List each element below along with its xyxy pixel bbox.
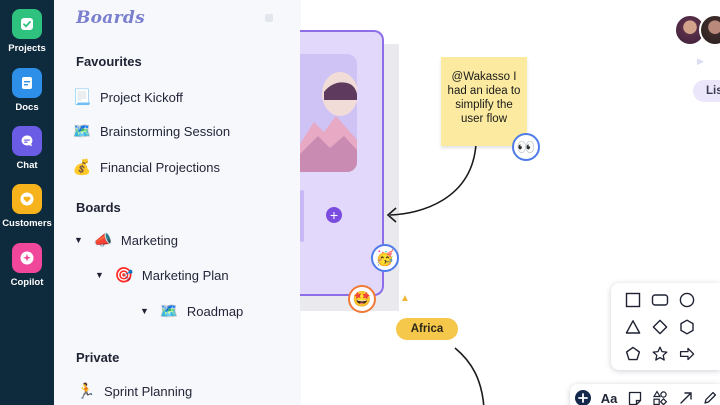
connector-lines: [386, 143, 485, 405]
sidebar-item-brainstorming-session[interactable]: 🗺️ Brainstorming Session: [72, 122, 230, 140]
arrow-right-icon[interactable]: [676, 343, 698, 365]
rail-item-docs[interactable]: Docs: [0, 68, 54, 113]
africa-tag[interactable]: Africa: [396, 318, 458, 340]
sparkle-icon: [12, 243, 42, 273]
rail-item-chat[interactable]: Chat: [0, 126, 54, 171]
triangle-icon[interactable]: [622, 316, 644, 338]
cursor-pointer-icon: ▲: [400, 293, 410, 304]
caret-down-icon[interactable]: ▼: [95, 270, 104, 280]
target-emoji-icon: 🎯: [114, 267, 134, 284]
boards-sidebar: Boards Favourites 📃 Project Kickoff 🗺️ B…: [54, 0, 301, 405]
reaction-eyes[interactable]: 👀: [512, 133, 540, 161]
money-bag-emoji-icon: 💰: [72, 159, 92, 176]
circle-icon[interactable]: [676, 289, 698, 311]
caret-down-icon[interactable]: ▼: [74, 235, 83, 245]
reaction-party[interactable]: 🥳: [371, 244, 399, 272]
sidebar-item-project-kickoff[interactable]: 📃 Project Kickoff: [72, 88, 183, 106]
shape-palette: [611, 283, 720, 370]
arrow-icon[interactable]: [675, 387, 697, 405]
app-rail: Projects Docs Chat Customers Copilot: [0, 0, 54, 405]
list-pill[interactable]: Lis: [693, 80, 720, 102]
add-item-button[interactable]: +: [326, 207, 342, 223]
rail-label-projects: Projects: [8, 43, 46, 54]
rail-item-customers[interactable]: Customers: [0, 184, 54, 229]
rounded-rect-icon[interactable]: [649, 289, 671, 311]
rail-item-copilot[interactable]: Copilot: [0, 243, 54, 288]
bottom-toolbar: Aa: [570, 384, 720, 405]
sidebar-item-marketing-plan[interactable]: ▼ 🎯 Marketing Plan: [95, 266, 229, 284]
square-icon[interactable]: [622, 289, 644, 311]
sidebar-item-sprint-planning[interactable]: 🏃 Sprint Planning: [76, 382, 193, 400]
rail-label-docs: Docs: [15, 102, 39, 113]
map-emoji-icon: 🗺️: [72, 123, 92, 140]
sidebar-item-label: Brainstorming Session: [100, 123, 231, 139]
sidebar-item-marketing[interactable]: ▼ 📣 Marketing: [74, 231, 178, 249]
shapes-icon[interactable]: [649, 387, 671, 405]
pen-icon[interactable]: [699, 387, 720, 405]
section-boards-heading: Boards: [76, 200, 121, 215]
map-emoji-icon: 🗺️: [159, 303, 179, 320]
sidebar-item-label: Project Kickoff: [100, 89, 183, 105]
section-favourites-heading: Favourites: [76, 54, 142, 69]
card-image: [300, 54, 357, 172]
hexagon-icon[interactable]: [676, 316, 698, 338]
runner-emoji-icon: 🏃: [76, 383, 96, 400]
diamond-icon[interactable]: [649, 316, 671, 338]
sidebar-collapse-button[interactable]: [265, 14, 273, 22]
sidebar-title: Boards: [76, 8, 145, 28]
sidebar-item-label: Sprint Planning: [104, 383, 193, 399]
cursor-pointer-icon: ▶: [697, 56, 704, 66]
page-emoji-icon: 📃: [72, 89, 92, 106]
collaborator-avatar[interactable]: [699, 14, 720, 46]
pentagon-icon[interactable]: [622, 343, 644, 365]
sidebar-item-roadmap[interactable]: ▼ 🗺️ Roadmap: [140, 302, 243, 320]
chat-icon: [12, 126, 42, 156]
card-slot: [300, 190, 304, 242]
caret-down-icon[interactable]: ▼: [140, 306, 149, 316]
sticky-note-icon[interactable]: [624, 387, 646, 405]
doc-icon: [12, 68, 42, 98]
star-icon[interactable]: [649, 343, 671, 365]
add-icon[interactable]: [572, 387, 594, 405]
rail-label-chat: Chat: [16, 160, 38, 171]
sticky-note[interactable]: @Wakasso I had an idea to simplify the u…: [441, 57, 527, 146]
text-icon[interactable]: Aa: [600, 390, 618, 405]
rail-item-projects[interactable]: Projects: [0, 9, 54, 54]
check-icon: [12, 9, 42, 39]
section-private-heading: Private: [76, 350, 120, 365]
sidebar-item-label: Roadmap: [186, 303, 244, 319]
sidebar-item-label: Marketing Plan: [141, 267, 229, 283]
sidebar-item-label: Marketing: [120, 232, 178, 248]
heart-icon: [12, 184, 42, 214]
reaction-star-struck[interactable]: 🤩: [348, 285, 376, 313]
megaphone-emoji-icon: 📣: [93, 232, 113, 249]
rail-label-customers: Customers: [2, 218, 52, 229]
sidebar-item-label: Financial Projections: [100, 159, 220, 175]
rail-label-copilot: Copilot: [10, 277, 44, 288]
sidebar-item-financial-projections[interactable]: 💰 Financial Projections: [72, 158, 220, 176]
